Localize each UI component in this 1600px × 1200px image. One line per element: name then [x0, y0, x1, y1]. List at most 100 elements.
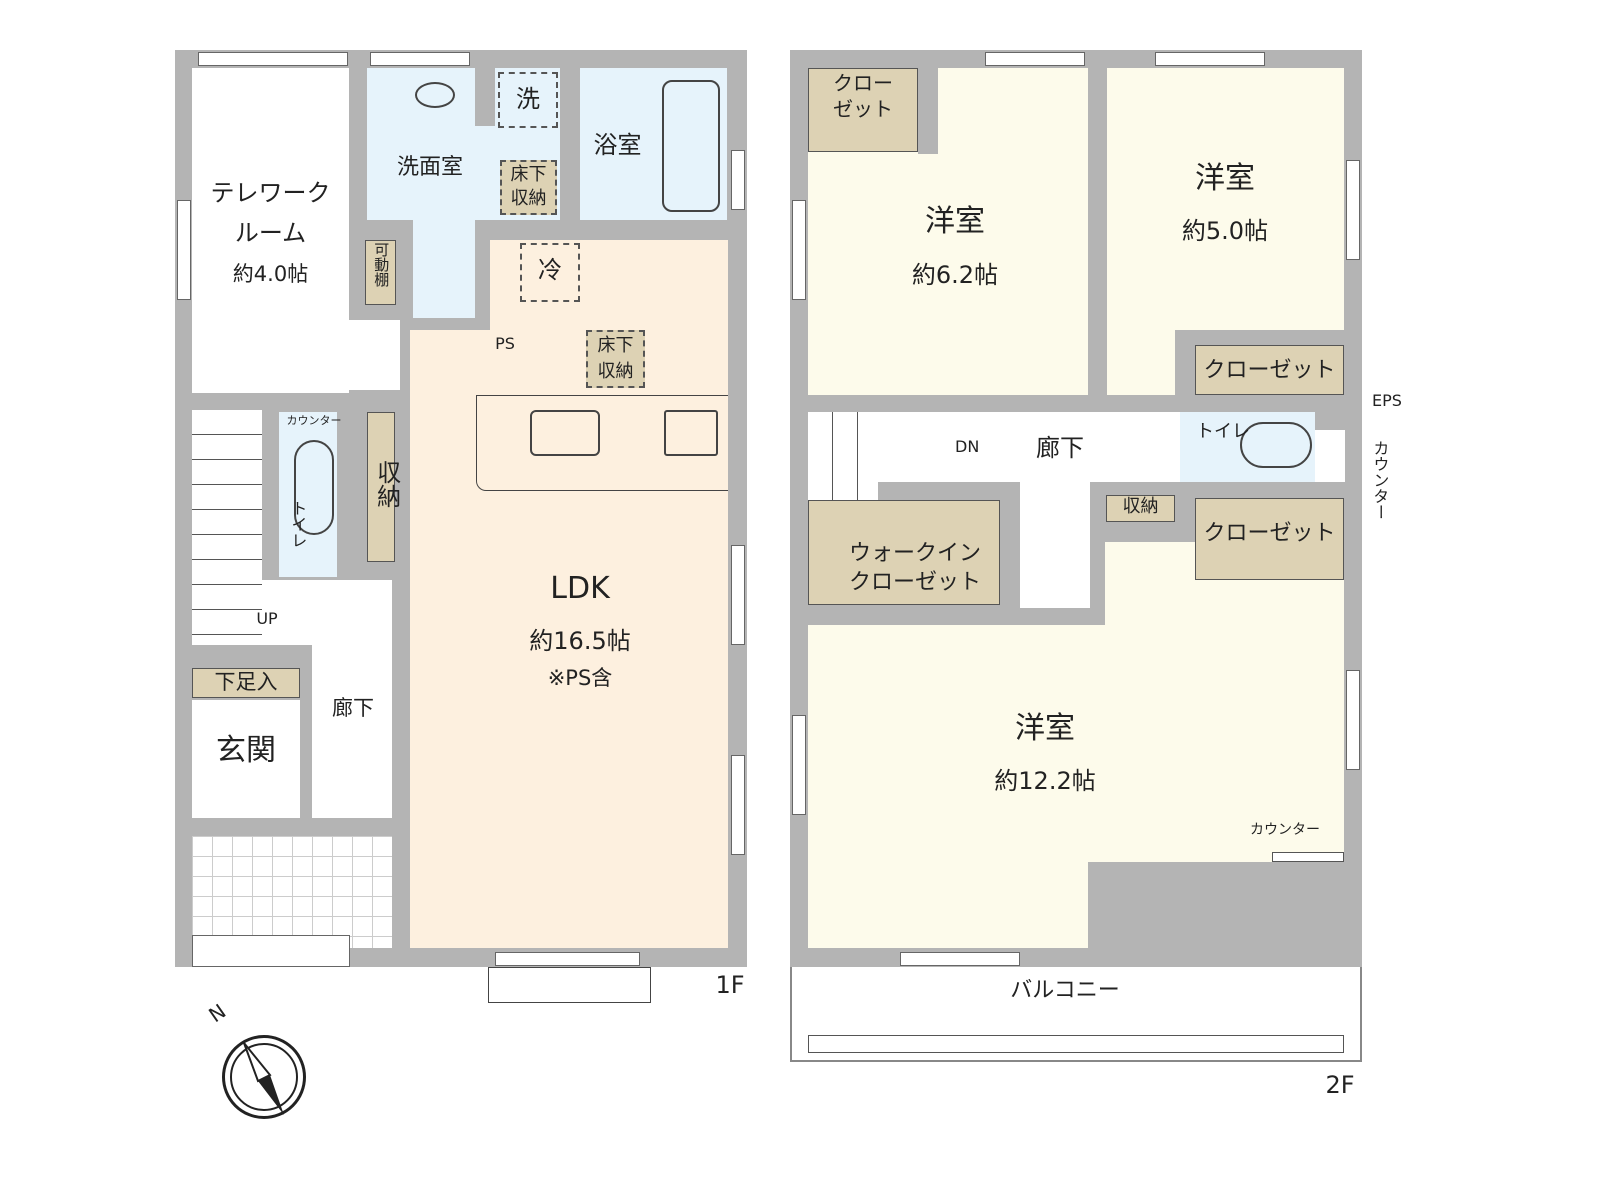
- room-a-size: 約6.2帖: [911, 261, 999, 289]
- toilet-2f-counter: [1315, 430, 1345, 482]
- fridge-space: [520, 243, 580, 302]
- washer-space: [498, 72, 558, 128]
- window: [792, 200, 806, 300]
- western-room-c-lower: [808, 860, 1088, 948]
- ldk: [410, 330, 728, 948]
- hall-1f-label: 廊下: [332, 696, 374, 720]
- window: [370, 52, 470, 66]
- floor1-label: 1F: [715, 971, 745, 999]
- window: [731, 150, 745, 210]
- closet-small-1: クロー: [833, 71, 893, 95]
- stairs-up-label: UP: [256, 609, 278, 628]
- hall-2f-label: 廊下: [1036, 434, 1084, 462]
- window: [900, 952, 1020, 966]
- window: [731, 545, 745, 645]
- balcony: [790, 967, 1362, 1062]
- movable-shelf-label: 可動棚: [372, 242, 391, 287]
- closet-b-label: クローゼット: [1203, 358, 1336, 383]
- toilet-icon: [1240, 422, 1312, 468]
- closet-small-2: ゼット: [833, 97, 893, 121]
- stairs-landing: [262, 580, 312, 645]
- western-room-c: [808, 625, 1344, 862]
- window: [985, 52, 1085, 66]
- telework-room: [192, 68, 349, 393]
- window: [1155, 52, 1265, 66]
- compass-icon: [222, 1035, 306, 1119]
- window: [198, 52, 348, 66]
- washer-label: 洗: [516, 85, 540, 113]
- room-a-name: 洋室: [925, 204, 985, 239]
- entrance-label: 玄関: [216, 733, 276, 768]
- movable-shelf: [365, 240, 396, 305]
- bathtub-icon: [662, 80, 720, 212]
- toilet-1f: [279, 412, 337, 577]
- underfloor-wash-1: 床下: [510, 164, 547, 185]
- closet-small: [808, 68, 918, 152]
- window: [1346, 160, 1360, 260]
- toilet-1f-label: トイレ: [288, 500, 308, 548]
- window: [177, 200, 191, 300]
- shoe-cabinet: [192, 668, 300, 698]
- room-c-size: 約12.2帖: [994, 767, 1096, 795]
- storage-1f: [367, 412, 395, 562]
- compass-north-label: N: [204, 998, 231, 1028]
- window: [495, 952, 640, 966]
- closet-c-label: クローゼット: [1203, 521, 1336, 546]
- underfloor-ldk-1: 床下: [597, 335, 634, 356]
- window: [731, 755, 745, 855]
- room-b-name: 洋室: [1195, 161, 1255, 196]
- kitchen-counter: [476, 395, 728, 491]
- storage-1f-label: 収納: [372, 460, 401, 508]
- walk-in-closet: [808, 500, 1000, 605]
- underfloor-storage-wash: [500, 160, 557, 215]
- bay-window: [488, 967, 651, 1003]
- ldk-size: 約16.5帖: [529, 627, 631, 655]
- toilet-2f-counter-label: カウンター: [1370, 440, 1390, 520]
- ldk-label: LDK: [550, 571, 610, 606]
- storage-2f: [1106, 495, 1175, 522]
- washroom-label: 洗面室: [396, 155, 463, 180]
- hall-door-area: [340, 320, 400, 390]
- kitchen-sink-icon: [530, 410, 600, 456]
- porch: [192, 836, 392, 948]
- stairs-dn-label: DN: [955, 437, 980, 456]
- room-b-size: 約5.0帖: [1181, 217, 1269, 245]
- wic-1: ウォークイン: [848, 541, 981, 566]
- room-counter-label: カウンター: [1250, 822, 1320, 838]
- ldk-upper: [490, 240, 728, 335]
- ldk-note: ※PS含: [547, 666, 613, 690]
- telework-name-1: テレワーク: [210, 179, 331, 207]
- eps-label: EPS: [1372, 391, 1402, 410]
- toilet-2f-label: トイレ: [1196, 421, 1250, 442]
- balcony-label: バルコニー: [1010, 978, 1120, 1003]
- floor2-label: 2F: [1325, 1071, 1355, 1099]
- sink-icon: [415, 82, 455, 108]
- toilet-counter-label: カウンター: [286, 414, 342, 427]
- telework-name-2: ルーム: [234, 219, 307, 247]
- window: [792, 715, 806, 815]
- closet-c: [1195, 498, 1344, 580]
- ps-label: PS: [495, 334, 515, 353]
- wic-2: クローゼット: [848, 570, 981, 595]
- stairs-1f: [192, 410, 262, 645]
- closet-b: [1195, 345, 1344, 395]
- hall-1f: [312, 580, 392, 818]
- toilet-icon: [294, 440, 334, 535]
- shoe-cabinet-label: 下足入: [214, 670, 278, 694]
- porch-step: [192, 935, 350, 967]
- underfloor-ldk-2: 収納: [597, 361, 634, 382]
- stove-icon: [664, 410, 718, 456]
- balcony-rail: [808, 1035, 1344, 1053]
- room-counter: [1272, 852, 1344, 862]
- wall: [475, 68, 495, 126]
- bath-label: 浴室: [593, 131, 642, 159]
- fridge-label: 冷: [538, 256, 562, 284]
- telework-size: 約4.0帖: [232, 262, 309, 286]
- washroom-passage: [413, 218, 475, 318]
- underfloor-storage-ldk: [586, 330, 645, 388]
- entrance: [192, 700, 300, 818]
- storage-2f-label: 収納: [1122, 496, 1159, 517]
- room-c-name: 洋室: [1015, 711, 1075, 746]
- window: [1346, 670, 1360, 770]
